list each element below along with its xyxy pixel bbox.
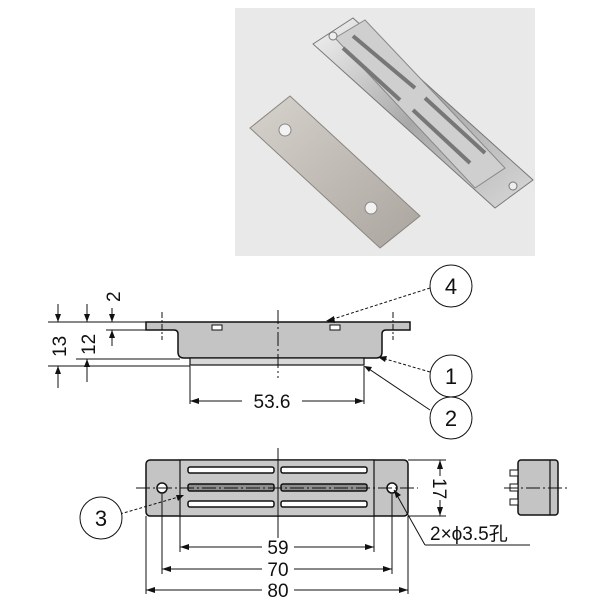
- dim-hole-pitch: 70: [267, 560, 288, 581]
- callout-1: 1: [445, 364, 457, 389]
- dim-flange-thickness: 2: [104, 291, 125, 302]
- dim-magnet-length: 59: [267, 538, 288, 559]
- strike-plate: [249, 95, 421, 249]
- callout-4: 4: [445, 274, 457, 299]
- product-photo: [235, 8, 535, 256]
- dim-total-height: 13: [50, 336, 71, 357]
- dim-overall-length: 80: [267, 581, 288, 600]
- callout-3: 3: [95, 506, 107, 531]
- dim-hole-spec: 2×ϕ3.5孔: [430, 523, 508, 545]
- dim-body-height: 12: [79, 334, 100, 355]
- dim-width: 17: [428, 478, 449, 499]
- top-view: 59 70 80 17 2×ϕ3.5孔 3: [79, 448, 530, 600]
- product-photo-illustration: [249, 17, 534, 249]
- end-view: [504, 459, 568, 516]
- callout-2: 2: [445, 406, 457, 431]
- side-view: 13 12 2 53.6 4 1 2: [48, 264, 473, 440]
- dim-base-width: 53.6: [254, 392, 291, 413]
